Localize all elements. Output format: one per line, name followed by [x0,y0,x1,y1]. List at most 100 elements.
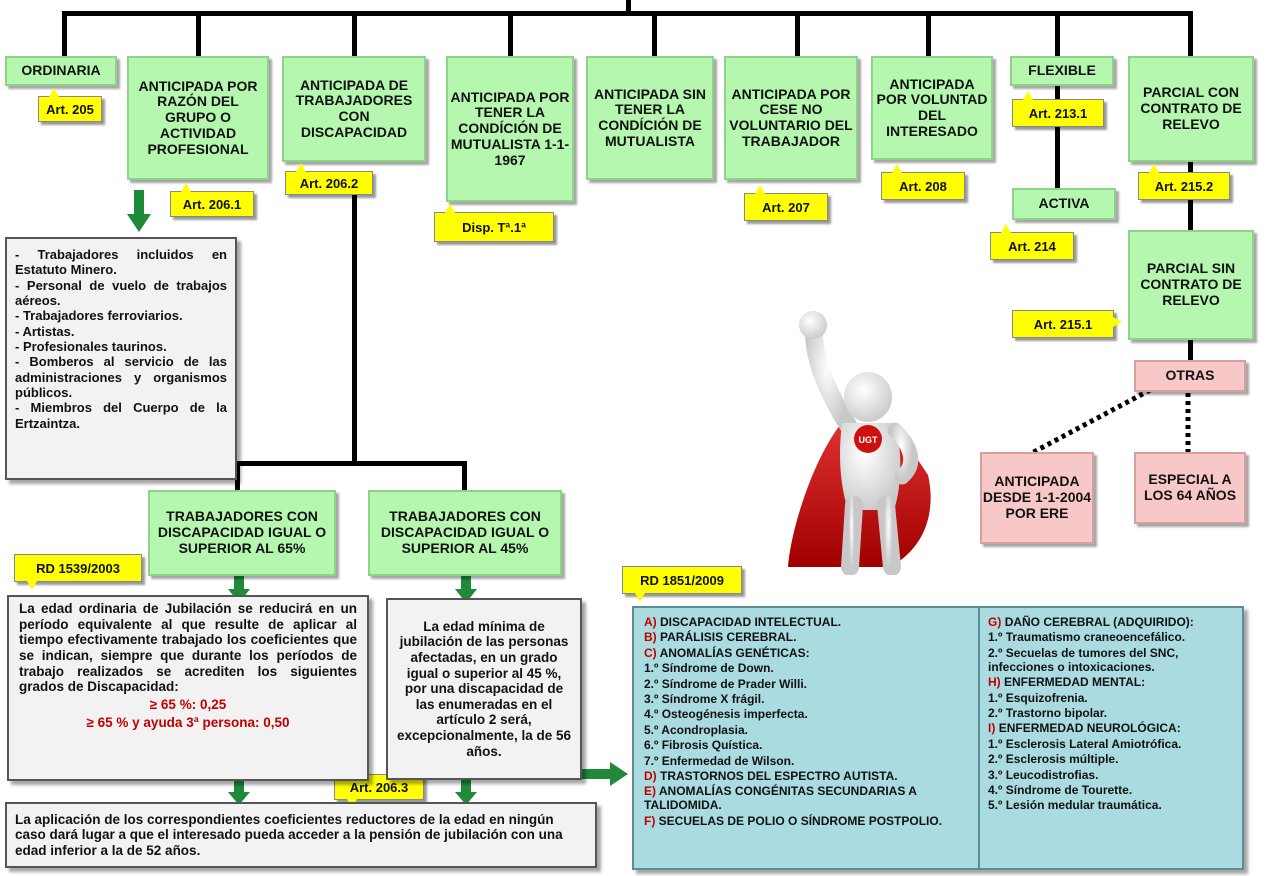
condition-text: ENFERMEDAD MENTAL: [1004,675,1146,690]
tag-art-2061: Art. 206.1 [170,183,254,217]
arrow-down-icon [455,575,477,603]
condition-letter: E) [644,784,656,799]
condition-text: ANOMALÍAS CONGÉNITAS SECUNDARIAS A TALID… [644,784,917,813]
condition-item: 1.º Esclerosis Lateral Amiotrófica. [988,736,1238,752]
condition-text: 3.º Leucodistrofias. [988,767,1099,782]
connector-line [235,461,465,466]
condition-letter: C) [644,645,657,660]
box-otras: OTRAS [1134,360,1246,392]
box-discapacidad: ANTICIPADA DE TRABAJADORES CON DISCAPACI… [282,56,426,162]
connector-line [1188,11,1193,57]
condition-letter: G) [988,615,1002,629]
tag-art-205: Art. 205 [38,88,102,122]
connector-line [926,11,931,57]
connector-line [1055,84,1060,190]
box-razon-grupo: ANTICIPADA POR RAZÓN DEL GRUPO O ACTIVID… [127,56,269,180]
condition-text: 2.º Esclerosis múltiple. [988,752,1119,767]
condition-item: 5.º Lesión medular traumática. [988,798,1238,813]
condition-item: F) SECUELAS DE POLIO O SÍNDROME POSTPOLI… [644,813,974,829]
condition-item: B) PARÁLISIS CEREBRAL. [644,630,974,645]
tag-art-208: Art. 208 [881,164,965,200]
tag-rd-1539-label: RD 1539/2003 [36,560,120,576]
condition-text: 1.º Esclerosis Lateral Amiotrófica. [988,736,1182,751]
condition-text: 2.º Síndrome de Prader Willi. [644,676,807,691]
grupo-item: - Artistas. [15,323,75,339]
connector-line [196,11,201,57]
label-parcial-con: PARCIAL CON CONTRATO DE RELEVO [1140,84,1242,132]
condition-text: 4.º Síndrome de Tourette. [988,782,1133,797]
condition-item: 1.º Traumatismo craneoencefálico. [988,630,1238,645]
box-disc-45: TRABAJADORES CON DISCAPACIDAD IGUAL O SU… [368,490,562,576]
condition-item: A) DISCAPACIDAD INTELECTUAL. [644,615,974,630]
grupo-item: - Personal de vuelo de trabajos aéreos. [15,277,227,308]
condition-text: DAÑO CEREBRAL (ADQUIRIDO): [1004,615,1194,629]
tag-art-2061-label: Art. 206.1 [182,196,242,212]
condition-letter: A) [644,615,657,629]
tag-art-205-label: Art. 205 [46,101,94,117]
condition-item: E) ANOMALÍAS CONGÉNITAS SECUNDARIAS A TA… [644,785,974,813]
condition-item: 4.º Síndrome de Tourette. [988,782,1238,798]
tag-art-2062: Art. 206.2 [285,163,373,195]
arrow-down-icon [228,779,250,805]
tag-art-214-label: Art. 214 [1008,238,1056,254]
connector-line [1055,11,1060,57]
connector-line [62,11,67,57]
tag-art-214: Art. 214 [990,224,1074,260]
label-ordinaria: ORDINARIA [21,62,101,79]
condition-text: 6.º Fibrosis Quística. [644,738,763,753]
condition-item: G) DAÑO CEREBRAL (ADQUIRIDO): [988,615,1238,630]
condition-text: 2.º Secuelas de tumores del SNC, infecci… [988,645,1179,674]
connector-line [626,0,631,14]
condition-item: I) ENFERMEDAD NEUROLÓGICA: [988,721,1238,736]
condition-text: 3.º Síndrome X frágil. [644,692,765,707]
coef-1: ≥ 65 %: 0,25 [149,696,227,712]
text-65-box: La edad ordinaria de Jubilación se reduc… [7,595,369,781]
bottom-text-box: La aplicación de los correspondientes co… [5,802,597,868]
condition-item: 2.º Trastorno bipolar. [988,706,1238,721]
tag-art-2151-label: Art. 215.1 [1033,316,1093,332]
label-flexible: FLEXIBLE [1028,62,1096,79]
condition-letter: H) [988,675,1001,690]
tag-disp: Disp. Tª.1ª [434,204,554,242]
label-otras: OTRAS [1165,367,1215,384]
box-parcial-con: PARCIAL CON CONTRATO DE RELEVO [1128,56,1254,162]
box-disc-65: TRABAJADORES CON DISCAPACIDAD IGUAL O SU… [148,490,336,576]
condition-item: 7.º Enfermedad de Wilson. [644,753,974,769]
conditions-box: A) DISCAPACIDAD INTELECTUAL.B) PARÁLISIS… [632,606,1244,870]
label-voluntad: ANTICIPADA POR VOLUNTAD DEL INTERESADO [876,75,988,139]
box-parcial-sin: PARCIAL SIN CONTRATO DE RELEVO [1128,230,1254,340]
label-disc-45: TRABAJADORES CON DISCAPACIDAD IGUAL O SU… [380,508,550,556]
condition-item: 3.º Síndrome X frágil. [644,692,974,707]
label-mutualista: ANTICIPADA POR TENER LA CONDÍCIÓN DE MUT… [450,88,570,168]
condition-text: 1.º Traumatismo craneoencefálico. [988,630,1186,645]
text-65: La edad ordinaria de Jubilación se reduc… [19,601,357,695]
conditions-right-column: G) DAÑO CEREBRAL (ADQUIRIDO):1.º Traumat… [988,615,1238,815]
condition-text: 1.º Esquizofrenia. [988,690,1088,705]
label-razon-grupo: ANTICIPADA POR RAZÓN DEL GRUPO O ACTIVID… [138,77,258,157]
connector-line [352,11,357,57]
condition-text: ENFERMEDAD NEUROLÓGICA: [998,721,1181,736]
condition-item: 1.º Esquizofrenia. [988,690,1238,706]
condition-text: SECUELAS DE POLIO O SÍNDROME POSTPOLIO. [658,813,943,828]
tag-rd-1539: RD 1539/2003 [14,554,142,590]
grupo-item: - Miembros del Cuerpo de la Ertzaintza. [15,400,227,431]
condition-text: 5.º Acondroplasia. [644,722,748,737]
condition-text: 7.º Enfermedad de Wilson. [644,753,795,768]
text-45: La edad mínima de jubilación de las pers… [396,618,572,759]
connector-line [508,11,513,57]
tag-art-2062-label: Art. 206.2 [299,175,359,191]
connector-line [235,461,240,491]
condition-text: PARÁLISIS CEREBRAL. [660,630,797,645]
condition-letter: D) [644,769,657,784]
superhero-figure: UGT [788,311,931,575]
ugt-logo: UGT [859,435,879,445]
tag-disp-label: Disp. Tª.1ª [462,219,526,235]
tag-art-2131-label: Art. 213.1 [1028,105,1088,121]
box-voluntad: ANTICIPADA POR VOLUNTAD DEL INTERESADO [871,56,993,160]
box-ordinaria: ORDINARIA [5,56,117,86]
condition-item: 4.º Osteogénesis imperfecta. [644,707,974,722]
arrow-right-icon [582,762,628,786]
tag-art-207: Art. 207 [744,185,828,221]
bottom-text: La aplicación de los correspondientes co… [15,811,563,858]
box-mutualista: ANTICIPADA POR TENER LA CONDÍCIÓN DE MUT… [446,56,574,202]
